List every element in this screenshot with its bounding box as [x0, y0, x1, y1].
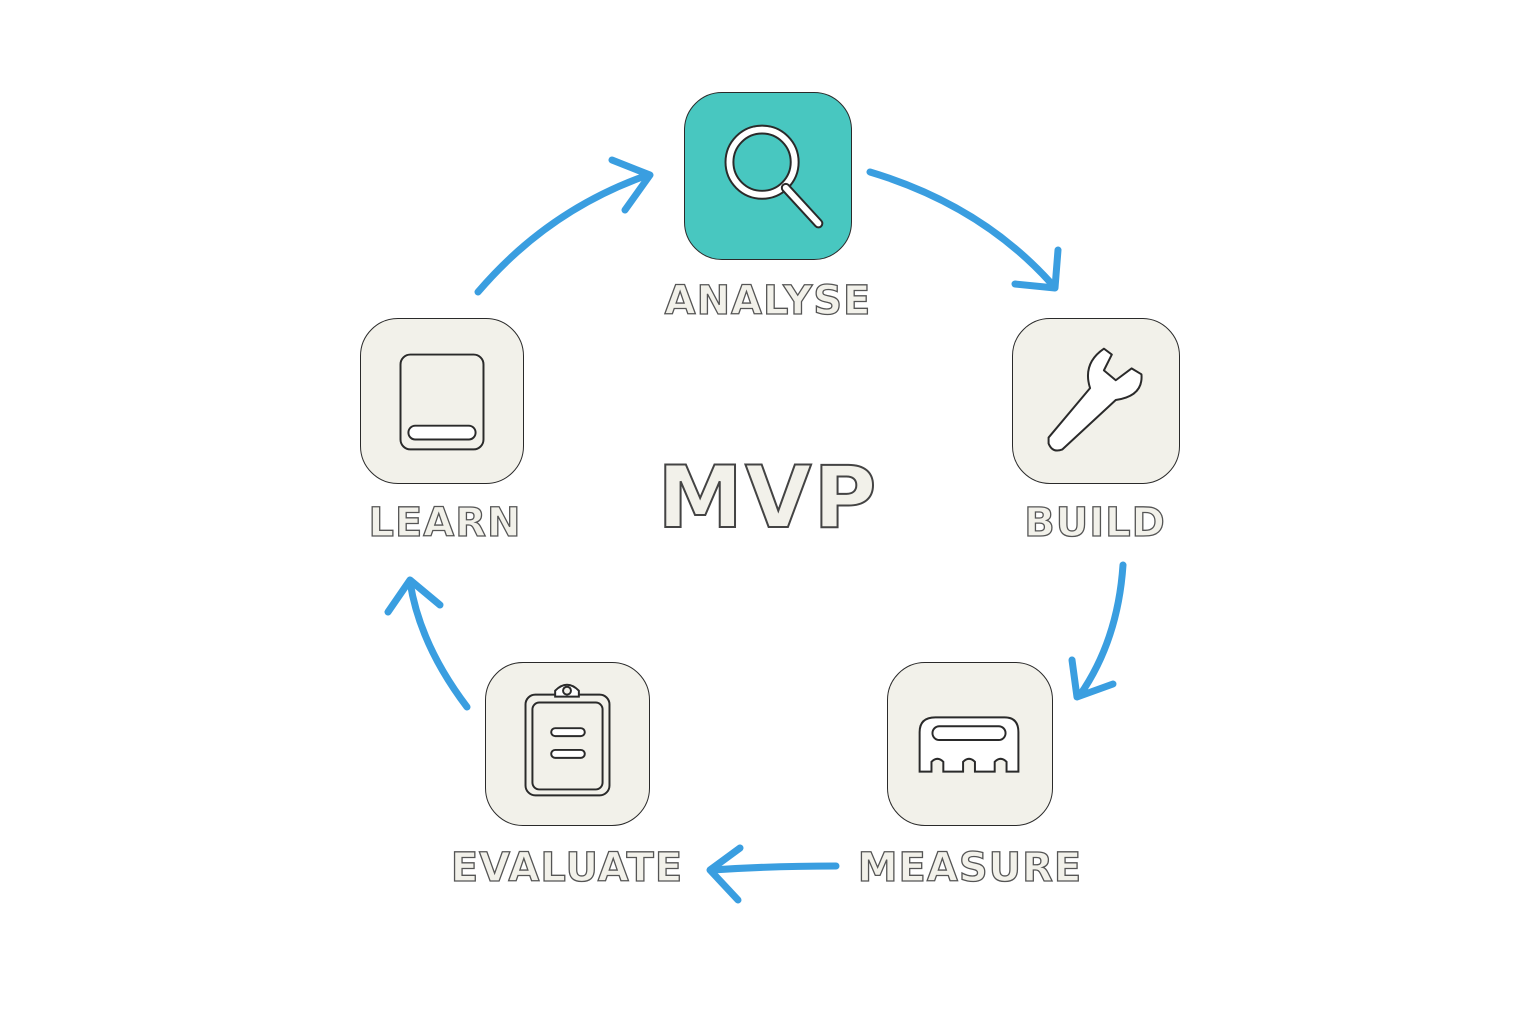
- measure-tile[interactable]: [887, 662, 1053, 826]
- evaluate-tile[interactable]: [485, 662, 650, 826]
- arrow-build-to-measure: [1068, 561, 1127, 701]
- clipboard-icon: [524, 683, 611, 797]
- step-label-analyse: ANALYSE: [664, 277, 872, 324]
- step-label-learn: LEARN: [368, 499, 522, 546]
- step-label-evaluate: EVALUATE: [450, 844, 684, 891]
- book-icon: [399, 353, 485, 451]
- magnifier-icon: [724, 124, 824, 229]
- step-label-build: BUILD: [1024, 499, 1166, 546]
- build-tile[interactable]: [1012, 318, 1180, 484]
- arrow-analyse-to-build: [866, 168, 1062, 292]
- step-label-measure: MEASURE: [857, 844, 1083, 891]
- learn-tile[interactable]: [360, 318, 524, 484]
- center-title-mvp: MVP: [656, 447, 879, 549]
- arrow-evaluate-to-learn: [384, 576, 471, 711]
- measure-icon: [918, 716, 1020, 773]
- arrow-measure-to-evaluate: [706, 844, 840, 904]
- analyse-tile[interactable]: [684, 92, 852, 260]
- wrench-icon: [1047, 347, 1143, 452]
- arrow-learn-to-analyse: [474, 156, 654, 296]
